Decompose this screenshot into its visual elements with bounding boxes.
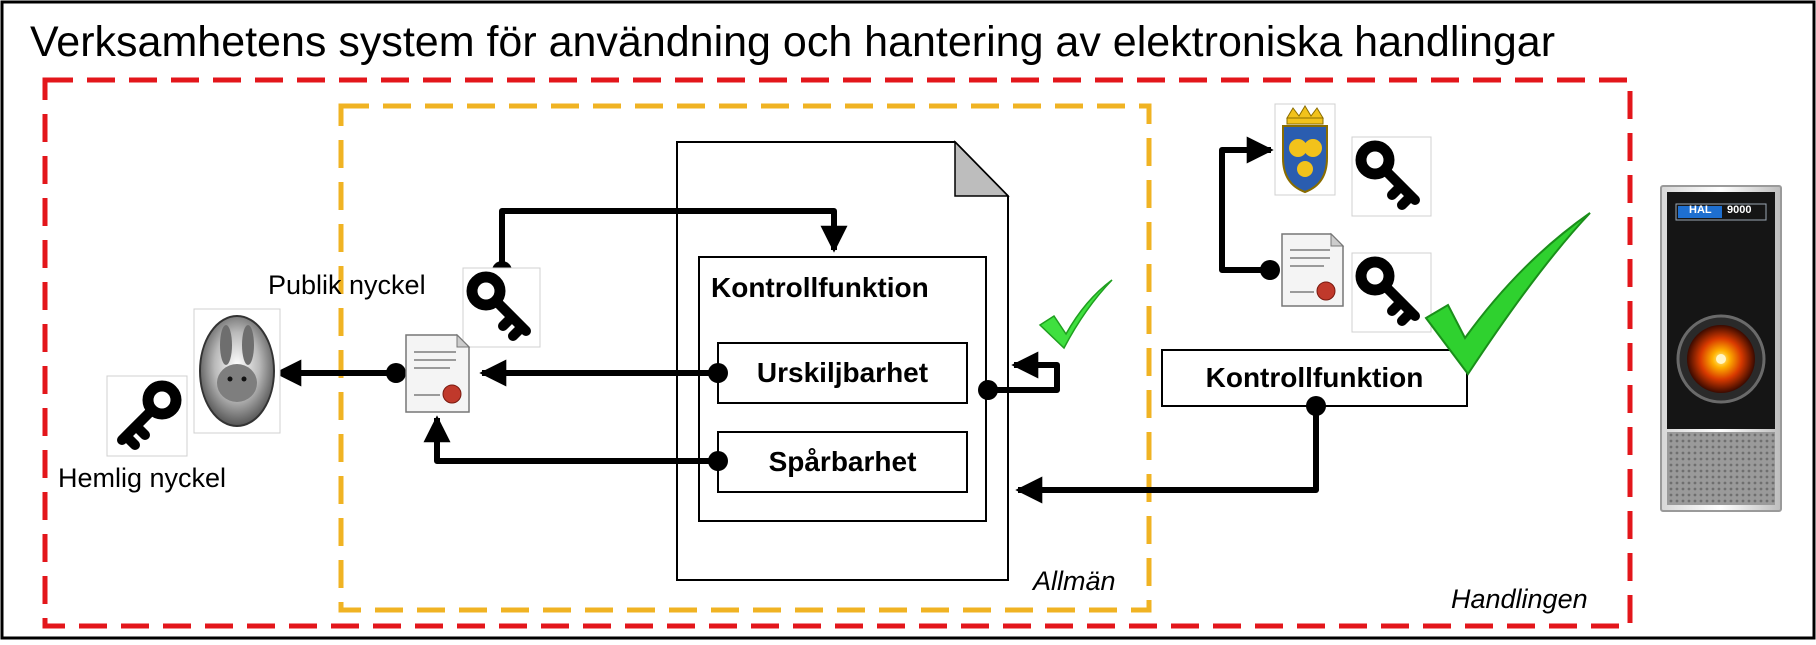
arrow-branch-to-arms <box>1219 136 1274 273</box>
key-icon <box>106 375 188 457</box>
key-icon <box>1351 136 1432 217</box>
hal9000-icon <box>1660 185 1782 512</box>
handlingen-label: Handlingen <box>1451 584 1588 614</box>
checkmark-icon <box>1038 279 1113 350</box>
rabbit-portrait-icon <box>193 308 281 434</box>
coat-of-arms-icon <box>1274 103 1336 196</box>
certificate-icon <box>405 333 471 413</box>
hal-model: 9000 <box>1727 204 1752 216</box>
sparbarhet-label: Spårbarhet <box>768 446 917 477</box>
page-title: Verksamhetens system för användning och … <box>30 18 1556 66</box>
arrow-self-check <box>990 351 1060 393</box>
hal-brand: HAL <box>1689 204 1712 216</box>
connector-dot <box>978 380 998 400</box>
connector-dot <box>1260 260 1280 280</box>
handlingen-region <box>42 77 1633 629</box>
urskiljbarhet-label: Urskiljbarhet <box>756 357 929 388</box>
key-icon <box>462 267 541 348</box>
sparbarhet-box <box>717 431 968 493</box>
allman-region <box>338 103 1152 613</box>
connector-dot <box>386 363 406 383</box>
arrow-external-to-doc <box>1015 406 1319 504</box>
checkmark-icon <box>1424 212 1591 376</box>
connector-dot <box>1306 396 1326 416</box>
allman-label: Allmän <box>1033 566 1116 596</box>
key-icon <box>1351 252 1432 333</box>
public-key-label: Publik nyckel <box>268 270 426 300</box>
arrow-spar-to-cert <box>423 415 718 464</box>
kontrollfunktion-title: Kontrollfunktion <box>711 272 929 303</box>
connector-dot <box>708 451 728 471</box>
arrow-publickey-to-control <box>499 208 848 271</box>
external-kontrollfunktion-label: Kontrollfunktion <box>1205 362 1424 393</box>
certificate-icon <box>1281 232 1345 307</box>
secret-key-label: Hemlig nyckel <box>58 463 227 493</box>
urskiljbarhet-box <box>717 342 968 404</box>
connector-dot <box>708 363 728 383</box>
